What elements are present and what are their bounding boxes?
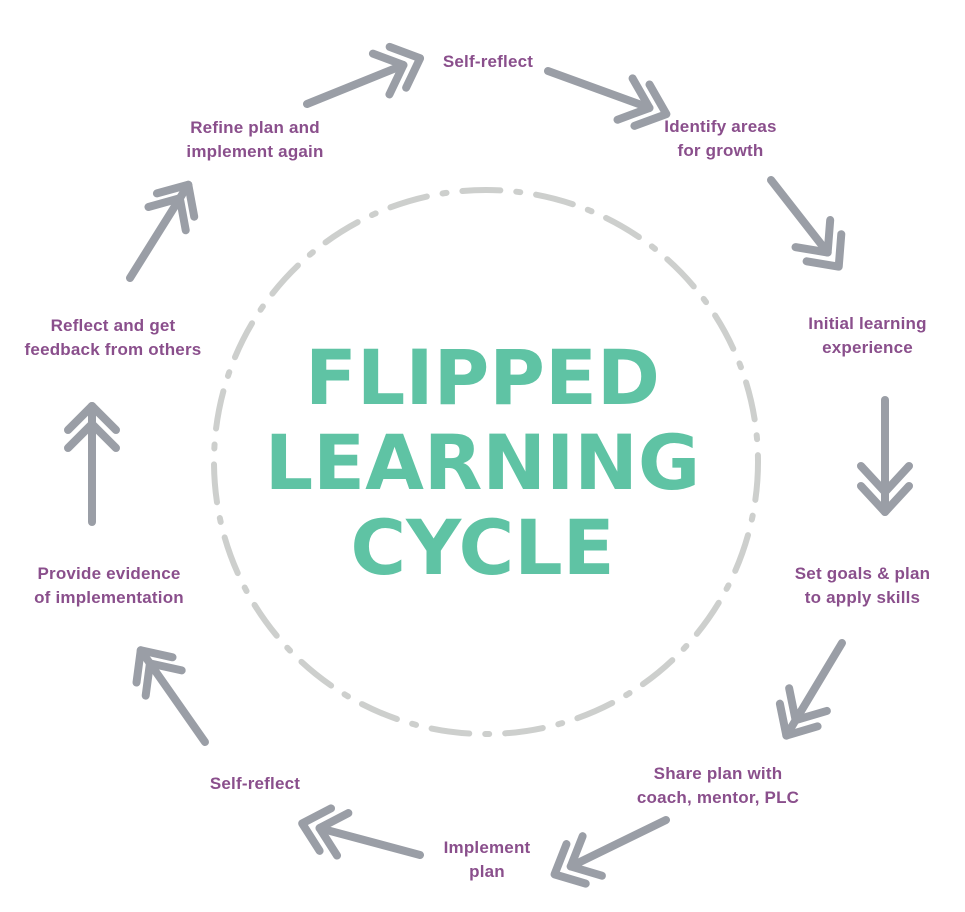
step-label-line1: Implement <box>443 838 531 857</box>
title-line-3: CYCLE <box>350 503 615 592</box>
step-provide-evidence: Provide evidence of implementation <box>14 562 204 610</box>
arrow-icon-implement-to-self-reflect <box>298 804 424 860</box>
step-refine-plan: Refine plan and implement again <box>165 116 345 164</box>
arrow-icon-share-to-implement <box>550 816 670 888</box>
step-label-line2: experience <box>822 338 913 357</box>
step-label-line2: for growth <box>677 141 764 160</box>
step-label-line2: to apply skills <box>804 588 921 607</box>
step-label-line1: Share plan with <box>653 764 783 783</box>
step-label-line1: Identify areas <box>664 117 777 136</box>
step-label-line2: plan <box>469 862 505 881</box>
step-label-line1: Initial learning <box>808 314 927 333</box>
arrow-icon-refine-to-self-reflect <box>303 42 425 108</box>
step-implement-plan: Implement plan <box>412 836 562 884</box>
step-label-line1: Self-reflect <box>209 774 301 793</box>
step-initial-learning: Initial learning experience <box>780 312 955 360</box>
arrow-icon-reflect-to-refine <box>126 180 199 282</box>
arrow-icon-self-reflect-to-evidence <box>132 646 209 746</box>
step-set-goals: Set goals & plan to apply skills <box>770 562 955 610</box>
step-label-line1: Set goals & plan <box>794 564 931 583</box>
step-reflect-feedback: Reflect and get feedback from others <box>8 314 218 362</box>
step-label-line2: implement again <box>186 142 324 161</box>
step-label-line1: Reflect and get <box>50 316 176 335</box>
center-ring <box>211 187 761 737</box>
step-label-line2: feedback from others <box>24 340 202 359</box>
step-share-plan: Share plan with coach, mentor, PLC <box>618 762 818 810</box>
step-label-line1: Refine plan and <box>190 118 320 137</box>
arrow-icon-initial-to-goals <box>857 396 913 516</box>
step-label-line2: coach, mentor, PLC <box>636 788 800 807</box>
step-self-reflect-bottom: Self-reflect <box>175 772 335 796</box>
arrow-icon-goals-to-share <box>775 639 846 740</box>
step-self-reflect-top: Self-reflect <box>408 50 568 74</box>
arrow-icon-evidence-to-reflect <box>64 402 120 526</box>
step-label-line1: Provide evidence <box>37 564 181 583</box>
step-identify-areas: Identify areas for growth <box>633 115 808 163</box>
title-line-2: LEARNING <box>264 418 701 507</box>
title-line-1: FLIPPED <box>304 333 661 422</box>
step-label-line1: Self-reflect <box>442 52 534 71</box>
arrow-icon-self-reflect-to-identify <box>544 67 671 130</box>
arrow-icon-identify-to-initial <box>767 176 846 271</box>
step-label-line2: of implementation <box>34 588 184 607</box>
